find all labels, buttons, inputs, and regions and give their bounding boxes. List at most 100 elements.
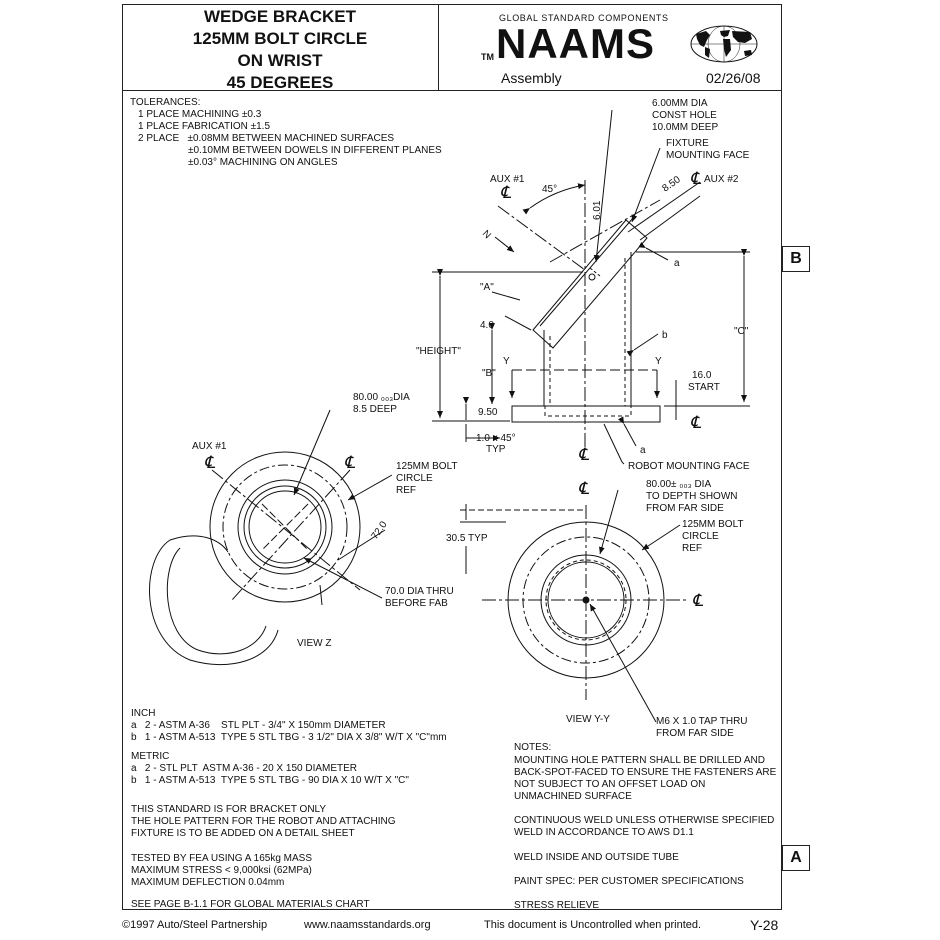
chamfer-line-1: 1.0 x 45° <box>476 433 516 444</box>
dim-720-label: 72.0 <box>369 519 389 542</box>
brand-tagline: GLOBAL STANDARD COMPONENTS <box>499 13 669 23</box>
doc-type: Assembly <box>501 70 562 86</box>
start-dim-line-2: START <box>688 382 720 393</box>
view-yy-bolt-circle-line-3: REF <box>682 543 702 554</box>
view-z-bore-line-2: 8.5 DEEP <box>353 404 397 415</box>
label-A: "A" <box>480 282 494 293</box>
drawing-title: WEDGE BRACKET 125MM BOLT CIRCLE ON WRIST… <box>124 6 436 94</box>
zone-b-box: B <box>782 246 810 272</box>
stress-note: STRESS RELIEVE <box>514 900 600 911</box>
footer-uncontrolled: This document is Uncontrolled when print… <box>484 919 702 931</box>
mounting-note-2: BACK-SPOT-FACED TO ENSURE THE FASTENERS … <box>514 767 777 778</box>
header-divider <box>122 90 782 91</box>
weld-note-2: WELD IN ACCORDANCE TO AWS D1.1 <box>514 827 694 838</box>
mounting-note-4: UNMACHINED SURFACE <box>514 791 632 802</box>
side-view-geometry <box>432 109 750 465</box>
chamfer-line-2: TYP <box>486 444 506 455</box>
hole-callout-line-1: 6.00MM DIA <box>652 98 708 109</box>
label-y-right: Y <box>655 356 662 367</box>
fixture-face-line-1: FIXTURE <box>666 138 709 149</box>
weld-note-1: CONTINUOUS WELD UNLESS OTHERWISE SPECIFI… <box>514 815 775 826</box>
view-yy-bolt-circle-line-2: CIRCLE <box>682 531 719 542</box>
inch-line-a: a 2 - ASTM A-36 STL PLT - 3/4" X 150mm D… <box>131 720 386 731</box>
dim-850-label: 8.50 <box>660 174 683 194</box>
header-vertical-divider <box>438 4 439 90</box>
side-bottom-centerline-symbol: ℄ <box>578 445 590 464</box>
view-yy-bore-line-2: TO DEPTH SHOWN <box>646 491 737 502</box>
north-label: N <box>480 228 493 241</box>
weld-inside-note: WELD INSIDE AND OUTSIDE TUBE <box>514 852 679 863</box>
side-aux1-centerline-symbol: ℄ <box>500 183 512 202</box>
metric-line-b: b 1 - ASTM A-513 TYPE 5 STL TBG - 90 DIA… <box>131 775 409 786</box>
view-z-geometry <box>149 409 393 666</box>
view-yy-centerline-symbol-right: ℄ <box>692 591 704 610</box>
label-a-top: a <box>674 258 680 269</box>
page-number: Y-28 <box>750 917 779 933</box>
view-z-bolt-circle-line-1: 125MM BOLT <box>396 461 458 472</box>
tolerance-line-1: 1 PLACE MACHINING ±0.3 <box>138 109 262 120</box>
robot-face-label: ROBOT MOUNTING FACE <box>628 461 750 472</box>
title-line-3: ON WRIST <box>237 51 323 70</box>
drawing-frame <box>122 4 782 910</box>
fea-line-1: TESTED BY FEA USING A 165kg MASS <box>131 853 312 864</box>
hole-callout-line-3: 10.0MM DEEP <box>652 122 718 133</box>
base-plate <box>511 405 661 423</box>
start-dim-line-1: 16.0 <box>692 370 712 381</box>
label-y-left: Y <box>503 356 510 367</box>
tolerance-line-5: ±0.03° MACHINING ON ANGLES <box>188 157 338 168</box>
side-aux2-label: AUX #2 <box>704 174 739 185</box>
view-yy-bore-line-3: FROM FAR SIDE <box>646 503 724 514</box>
doc-date: 02/26/08 <box>706 70 761 86</box>
metric-heading: METRIC <box>131 751 170 762</box>
standard-line-1: THIS STANDARD IS FOR BRACKET ONLY <box>131 804 327 815</box>
inch-heading: INCH <box>131 708 156 719</box>
notes-heading: NOTES: <box>514 742 552 753</box>
label-a-bottom: a <box>640 445 646 456</box>
view-z-bolt-circle-line-2: CIRCLE <box>396 473 433 484</box>
view-z-outer-flange <box>209 451 361 603</box>
metric-line-a: a 2 - STL PLT ASTM A-36 - 20 X 150 DIAME… <box>131 763 358 774</box>
dim-950-label: 9.50 <box>478 407 498 418</box>
title-line-2: 125MM BOLT CIRCLE <box>192 29 368 48</box>
view-z-aux1-label: AUX #1 <box>192 441 227 452</box>
fixture-face-line-2: MOUNTING FACE <box>666 150 750 161</box>
mounting-note-1: MOUNTING HOLE PATTERN SHALL BE DRILLED A… <box>514 755 765 766</box>
mounting-note-3: NOT SUBJECT TO AN OFFSET LOAD ON <box>514 779 706 790</box>
dim-601-label: 6.01 <box>592 200 603 220</box>
view-z-centerline-symbol-2: ℄ <box>344 453 356 472</box>
label-b: b <box>662 330 668 341</box>
footer-website: www.naamsstandards.org <box>304 919 431 931</box>
footer-copyright: ©1997 Auto/Steel Partnership <box>122 919 268 931</box>
side-aux1-label: AUX #1 <box>490 174 525 185</box>
side-aux2-centerline-symbol: ℄ <box>690 169 702 188</box>
inch-line-b: b 1 - ASTM A-513 TYPE 5 STL TBG - 3 1/2"… <box>131 732 447 743</box>
see-page-note: SEE PAGE B-1.1 FOR GLOBAL MATERIALS CHAR… <box>131 899 370 910</box>
view-yy-bolt-circle-line-1: 125MM BOLT <box>682 519 744 530</box>
view-yy-caption: VIEW Y-Y <box>566 714 610 725</box>
view-z-centerline-symbol-1: ℄ <box>204 453 216 472</box>
view-z-thru-line-2: BEFORE FAB <box>385 598 448 609</box>
side-y-centerline-symbol: ℄ <box>690 413 702 432</box>
view-z-thru-line-1: 70.0 DIA THRU <box>385 586 454 597</box>
angle-45-label: 45° <box>542 184 557 195</box>
dim-305-label: 30.5 TYP <box>446 533 488 544</box>
label-height: "HEIGHT" <box>416 346 461 357</box>
view-z-bolt-circle-line-3: REF <box>396 485 416 496</box>
world-map-icon <box>690 25 758 63</box>
label-C: "C" <box>734 326 749 337</box>
trademark: TM <box>481 52 494 62</box>
tolerance-line-3: 2 PLACE ±0.08MM BETWEEN MACHINED SURFACE… <box>138 133 395 144</box>
tolerance-line-4: ±0.10MM BETWEEN DOWELS IN DIFFERENT PLAN… <box>188 145 442 156</box>
hole-callout-line-2: CONST HOLE <box>652 110 717 121</box>
paint-note: PAINT SPEC: PER CUSTOMER SPECIFICATIONS <box>514 876 744 887</box>
naams-logo: NAAMS <box>496 20 655 67</box>
tap-line-2: FROM FAR SIDE <box>656 728 734 739</box>
title-line-1: WEDGE BRACKET <box>203 7 357 26</box>
zone-a-box: A <box>782 845 810 871</box>
fea-line-3: MAXIMUM DEFLECTION 0.04mm <box>131 877 285 888</box>
view-yy-geometry <box>460 489 686 723</box>
view-z-bore-line-1: 80.00 ₀₀₃DIA <box>353 392 410 403</box>
title-line-4: 45 DEGREES <box>226 73 334 92</box>
label-B: "B" <box>482 368 496 379</box>
